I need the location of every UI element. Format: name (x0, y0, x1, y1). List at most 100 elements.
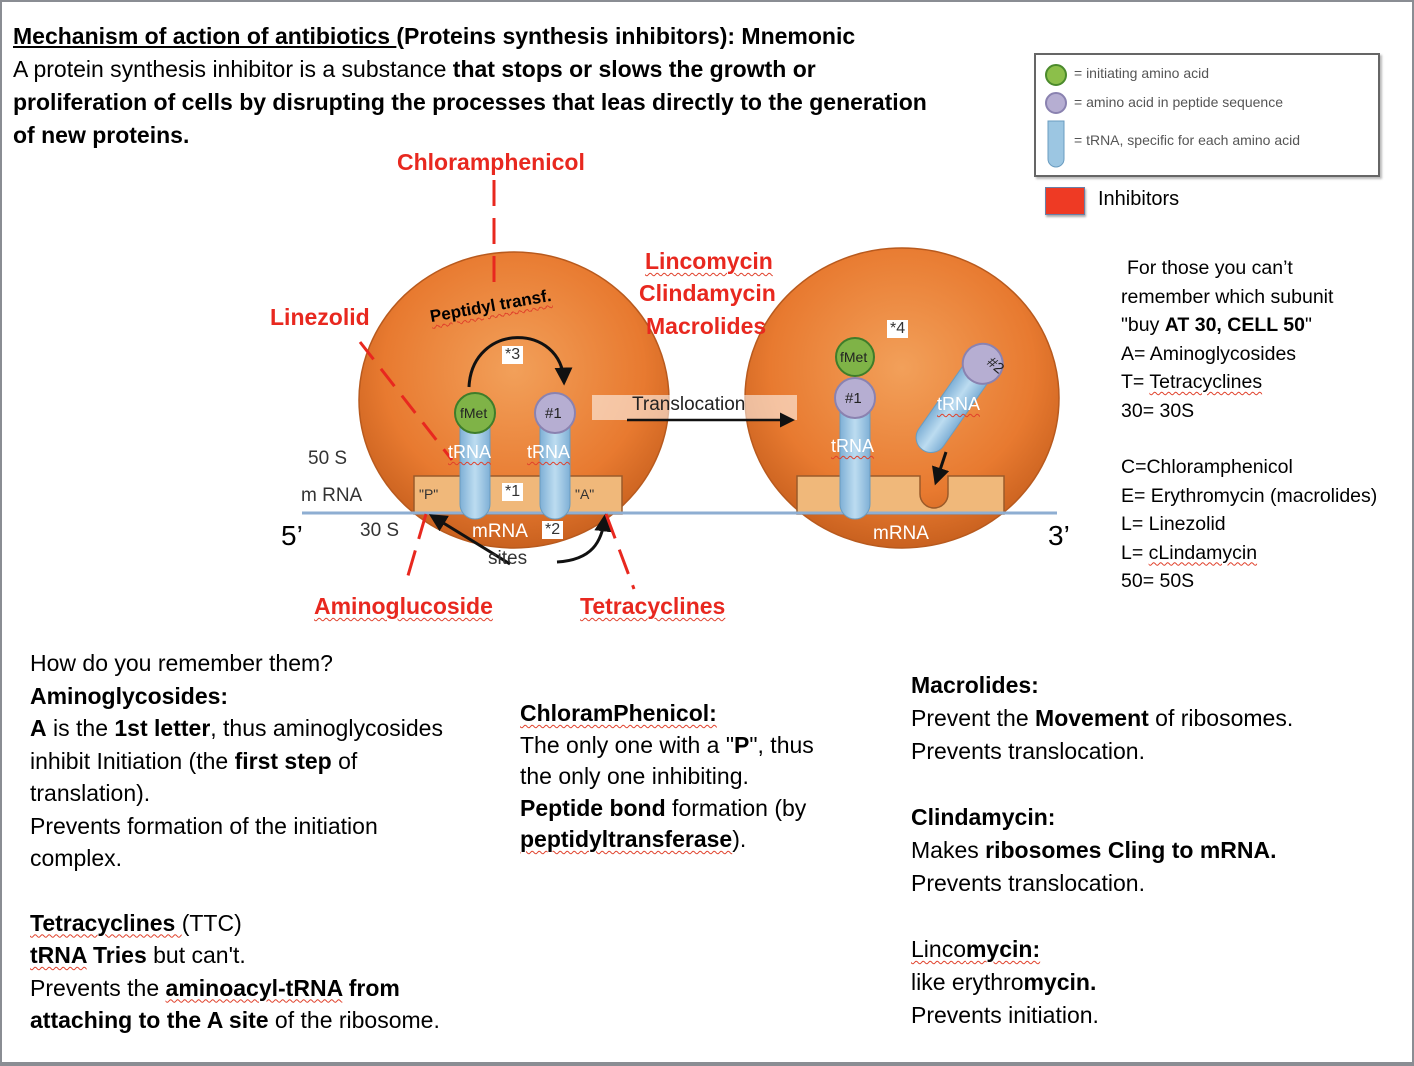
trna-left-p (459, 411, 491, 520)
notes-line: Prevent the Movement of ribosomes. (911, 705, 1294, 731)
translocation-band (592, 395, 797, 420)
trna-label-1: tRNA (448, 442, 492, 462)
mnemonic-line: "buy AT 30, CELL 50" (1121, 314, 1312, 336)
fmet-circle-left (454, 392, 496, 434)
page-title: Mechanism of action of antibiotics (Prot… (13, 20, 855, 53)
sites-arrow-a (556, 513, 613, 564)
title-underlined: Mechanism of action of antibiotics (13, 23, 397, 49)
inhibitor-swatch (1045, 187, 1085, 215)
mnemonic-line: 30= 30S (1121, 399, 1195, 422)
notes-line: A is the 1st letter, thus aminoglycoside… (30, 715, 443, 741)
label-sites: sites (488, 548, 528, 569)
notes-line: peptidyltransferase). (520, 826, 747, 852)
label-30s: 30 S (360, 520, 400, 541)
aminoglycosides-heading: Aminoglycosides: (30, 682, 229, 709)
label-mrna-right: mRNA (873, 523, 929, 544)
trna-label-4: tRNA (937, 394, 981, 414)
linezolid-pointer (358, 341, 454, 461)
notes-line: translation). (30, 780, 151, 806)
intro-line-2: proliferation of cells by disrupting the… (13, 89, 927, 115)
label-3-prime: 3’ (1048, 520, 1070, 551)
aa1-label-left: #1 (545, 405, 562, 422)
step-4-badge: *4 (887, 320, 909, 338)
trna-label-2: tRNA (527, 442, 571, 462)
fmet-circle-right (835, 337, 875, 377)
notes-question: How do you remember them? (30, 650, 333, 676)
chloramphenicol-heading: ChloramPhenicol: (520, 700, 717, 726)
notes-line: Prevents formation of the initiation (30, 812, 378, 839)
label-linezolid: Linezolid (270, 304, 370, 330)
aminoglucoside-pointer (405, 513, 428, 580)
label-5-prime: 5’ (281, 520, 303, 551)
notes-line: Peptide bond formation (by (520, 794, 807, 821)
trna-left-a (539, 411, 571, 520)
mnemonic-line: 50= 50S (1121, 570, 1195, 592)
step-2-badge: *2 (542, 521, 564, 539)
lincomycin-heading: Lincomycin: (911, 936, 1041, 962)
notes-line: Prevents initiation. (911, 1002, 1099, 1028)
label-clindamycin: Clindamycin (639, 280, 776, 306)
macrolides-heading: Macrolides: (911, 672, 1039, 698)
mnemonic-line: E= Erythromycin (macrolides) (1121, 484, 1378, 507)
label-macrolides: Macrolides (646, 313, 767, 339)
mnemonic-line: remember which subunit (1121, 285, 1334, 308)
purple-circle-icon (1045, 92, 1067, 114)
intro-line-3: of new proteins. (13, 122, 190, 148)
notes-line: like erythromycin. (911, 969, 1097, 995)
mnemonic-line: For those you can’t (1127, 257, 1293, 279)
notes-right: Macrolides: Prevent the Movement of ribo… (911, 669, 1293, 1032)
notes-line: Prevents the aminoacyl-tRNA from (30, 974, 400, 1001)
label-mrna-left: mRNA (472, 521, 528, 542)
notes-left: How do you remember them? Aminoglycoside… (30, 647, 443, 1037)
mnemonic-line: T= Tetracyclines (1121, 371, 1263, 393)
notes-line: The only one with a "P", thus (520, 731, 814, 758)
notes-line: complex. (30, 845, 123, 871)
label-a-site: "A" (575, 486, 595, 502)
sites-arrow-p (428, 514, 511, 566)
tetracyclines-pointer (604, 513, 636, 590)
notes-line: tRNA Tries but can't. (30, 942, 246, 968)
aa1-circle-right (834, 377, 876, 419)
clindamycin-heading: Clindamycin: (911, 804, 1056, 830)
legend-label-amino-acid: = amino acid in peptide sequence (1074, 94, 1283, 110)
fmet-label-right: fMet (840, 349, 868, 365)
intro-bold-1: that stops or slows the growth or (452, 56, 816, 82)
label-p-site: "P" (419, 486, 439, 502)
trna-right-incoming (915, 342, 1004, 453)
label-chloramphenicol: Chloramphenicol (397, 149, 585, 175)
trna-right-p (839, 399, 871, 520)
label-50s: 50 S (308, 448, 348, 469)
label-m-rna: m RNA (301, 485, 363, 506)
notes-line: attaching to the A site of the ribosome. (30, 1007, 440, 1033)
notes-line: inhibit Initiation (the first step of (30, 747, 358, 774)
legend-box: = initiating amino acid = amino acid in … (1034, 53, 1380, 177)
mnemonic-line: L= cLindamycin (1121, 541, 1258, 564)
step-3-badge: *3 (502, 346, 524, 364)
aa1-circle-left (534, 392, 576, 434)
mnemonic-block: For those you can’t remember which subun… (1121, 254, 1377, 596)
legend-label-trna: = tRNA, specific for each amino acid (1074, 132, 1301, 148)
aa1-label-right: #1 (845, 390, 862, 407)
mnemonic-line: C=Chloramphenicol (1121, 456, 1293, 478)
intro-line-1: A protein synthesis inhibitor is a subst… (13, 53, 816, 86)
notes-line: Prevents translocation. (911, 870, 1145, 896)
trna-tube-icon (1047, 120, 1065, 168)
fmet-label-left: fMet (460, 405, 488, 421)
incoming-arrow (932, 451, 950, 486)
notes-line: Prevents translocation. (911, 738, 1145, 764)
label-translocation: Translocation (632, 394, 746, 415)
label-aminoglucoside: Aminoglucoside (314, 593, 493, 619)
notes-middle: ChloramPhenicol: The only one with a "P"… (520, 698, 814, 856)
intro-plain: A protein synthesis inhibitor is a subst… (13, 56, 453, 82)
mnemonic-line: A= Aminoglycosides (1121, 342, 1297, 365)
legend-label-initiating: = initiating amino acid (1074, 65, 1210, 81)
title-rest: (Proteins synthesis inhibitors): Mnemoni… (396, 23, 856, 49)
trna-label-3: tRNA (831, 436, 875, 456)
peptidyl-arrow (467, 336, 573, 388)
ribosome-diagram (302, 180, 1060, 590)
green-circle-icon (1045, 64, 1067, 86)
legend-icons (1045, 64, 1067, 168)
tetracyclines-heading: Tetracyclines (TTC) (30, 909, 242, 936)
step-1-badge: *1 (502, 483, 524, 501)
